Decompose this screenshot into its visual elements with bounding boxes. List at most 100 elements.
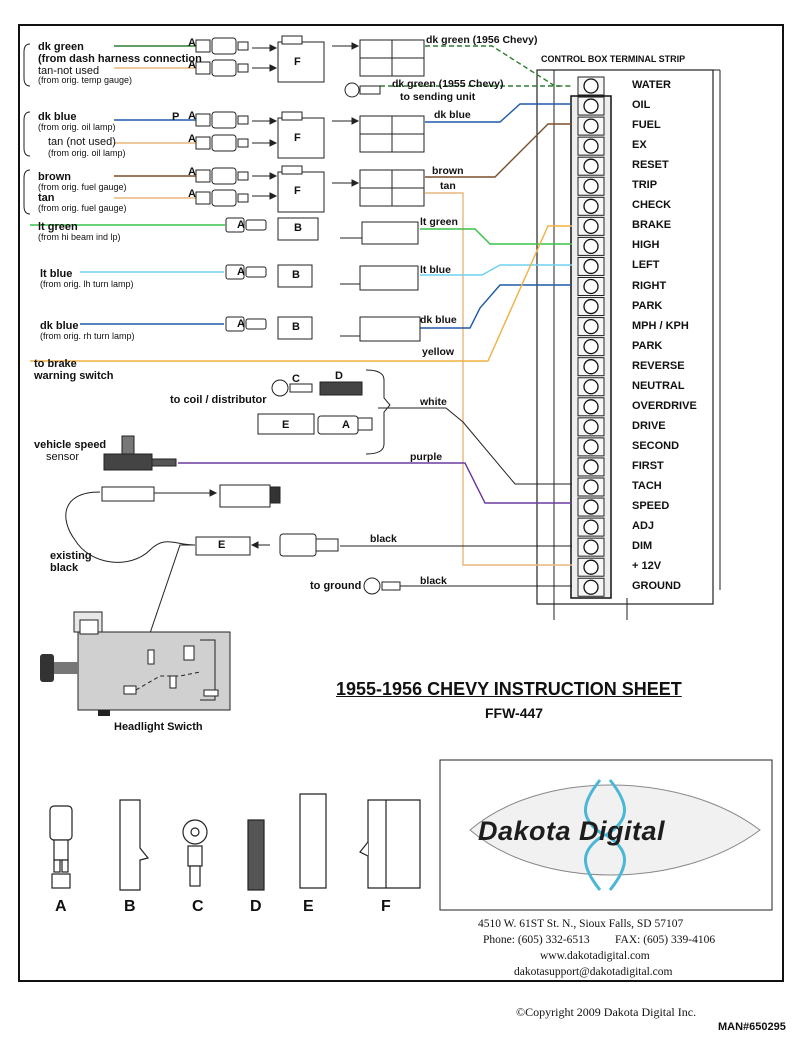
company-logo: Dakota Digital xyxy=(478,816,666,846)
terminal-label: REVERSE xyxy=(632,359,685,372)
wire-label-dk-blue-2: dk blue xyxy=(420,314,457,326)
letter-c: C xyxy=(292,373,300,385)
terminal-label: FUEL xyxy=(632,119,661,132)
control-box xyxy=(536,69,721,620)
legend-shapes xyxy=(49,793,421,891)
letter-d: D xyxy=(335,370,343,382)
white-wire xyxy=(378,407,572,485)
coil-label: to coil / distributor xyxy=(170,394,267,406)
legend-shape-f xyxy=(359,799,421,889)
letter-a: A xyxy=(188,133,196,145)
terminal-screw xyxy=(577,457,605,477)
wire-label-purple: purple xyxy=(410,451,443,463)
arrows xyxy=(180,42,360,549)
terminal-label: ADJ xyxy=(632,520,655,533)
logo-box xyxy=(439,759,773,911)
company-email: dakotasupport@dakotadigital.com xyxy=(514,966,673,978)
tan-not-used-sub: (from orig. temp gauge) xyxy=(38,75,133,85)
letter-a: A xyxy=(237,219,245,231)
manual-number: MAN#650295 xyxy=(718,1021,786,1033)
terminal-label: OIL xyxy=(632,99,651,112)
headlight-label: Headlight Swicth xyxy=(114,721,203,733)
legend-shape-c xyxy=(182,819,208,887)
lt-green-out-wire xyxy=(420,228,572,245)
terminal-label: DRIVE xyxy=(632,419,666,432)
brackets xyxy=(23,43,391,455)
terminal-screw xyxy=(577,176,605,196)
copyright: ©Copyright 2009 Dakota Digital Inc. xyxy=(516,1005,697,1019)
tan-label: tan xyxy=(38,192,55,204)
wire-label-dk-blue: dk blue xyxy=(434,109,471,121)
wire-label-lt-green: lt green xyxy=(420,216,458,228)
terminal-screw xyxy=(577,136,605,156)
letter-a: A xyxy=(237,266,245,278)
legend-letter-e: E xyxy=(303,898,314,915)
terminal-screw xyxy=(577,377,605,397)
terminal-screw xyxy=(577,216,605,236)
wire-label-tan: tan xyxy=(440,180,456,192)
terminal-screw xyxy=(577,96,605,116)
legend-shape-e xyxy=(299,793,327,889)
wire-label-yellow: yellow xyxy=(422,346,455,358)
terminal-label: EX xyxy=(632,139,647,152)
legend-shape-d xyxy=(247,819,265,891)
wire-label-white: white xyxy=(420,396,447,408)
terminal-screw xyxy=(577,317,605,337)
terminal-screw xyxy=(577,557,605,577)
terminal-label: RESET xyxy=(632,159,669,172)
terminal-screw xyxy=(577,517,605,537)
dk-blue-2-out-wire xyxy=(420,284,572,329)
letter-f: F xyxy=(294,132,301,144)
tan-not-used-2-sub: (from orig. oil lamp) xyxy=(48,148,126,158)
letter-p: P xyxy=(172,111,180,123)
terminal-screw xyxy=(577,156,605,176)
letter-b: B xyxy=(294,222,302,234)
terminal-screw xyxy=(577,116,605,136)
company-phone: Phone: (605) 332-6513 xyxy=(483,934,590,946)
terminal-screw xyxy=(577,236,605,256)
letter-a: A xyxy=(342,419,350,431)
letter-e: E xyxy=(282,419,290,431)
terminal-label: DIM xyxy=(632,540,653,553)
vss-label-1: vehicle speed xyxy=(34,439,107,451)
legend-letter-f: F xyxy=(381,898,391,915)
brake-label-1: to brake xyxy=(34,358,77,370)
letter-a: A xyxy=(237,318,245,330)
terminal-screw xyxy=(577,297,605,317)
legend-letter-a: A xyxy=(55,898,67,915)
dk-blue-sub: (from orig. oil lamp) xyxy=(38,122,116,132)
terminal-label: FIRST xyxy=(632,459,664,472)
brake-label-2: warning switch xyxy=(34,370,114,382)
wire-label-lt-blue: lt blue xyxy=(420,264,451,276)
letter-b: B xyxy=(292,321,300,333)
letter-a: A xyxy=(188,37,196,49)
wire-label-brown: brown xyxy=(432,165,464,177)
tan-out-wire xyxy=(425,192,572,566)
company-web: www.dakotadigital.com xyxy=(540,950,650,962)
dk-green-sub: (from dash harness connection xyxy=(38,53,202,65)
terminal-screw xyxy=(577,76,605,96)
letter-f: F xyxy=(294,185,301,197)
tan-not-used-2-label: tan (not used) xyxy=(48,136,116,148)
dk-blue-2-label: dk blue xyxy=(40,320,79,332)
tan-sub: (from orig. fuel gauge) xyxy=(38,203,127,213)
lt-blue-sub: (from orig. lh turn lamp) xyxy=(40,279,134,289)
connector-a-row2 xyxy=(195,111,249,152)
ground-label: to ground xyxy=(310,580,362,592)
letter-a: A xyxy=(188,188,196,200)
dk-green-1956-wire xyxy=(425,45,572,87)
legend-letter-c: C xyxy=(192,898,204,915)
letter-a: A xyxy=(188,59,196,71)
terminal-screw xyxy=(577,537,605,557)
dk-blue-label: dk blue xyxy=(38,111,77,123)
wire-label-black-ground: black xyxy=(420,575,447,587)
terminal-screw xyxy=(577,256,605,276)
terminal-label: LEFT xyxy=(632,259,660,272)
terminal-label: SPEED xyxy=(632,500,670,513)
sheet-border xyxy=(18,24,784,982)
vss-label-2: sensor xyxy=(46,451,80,463)
dk-green-label: dk green xyxy=(38,41,84,53)
terminal-label: SECOND xyxy=(632,439,680,452)
dk-blue-out-wire xyxy=(425,103,572,123)
